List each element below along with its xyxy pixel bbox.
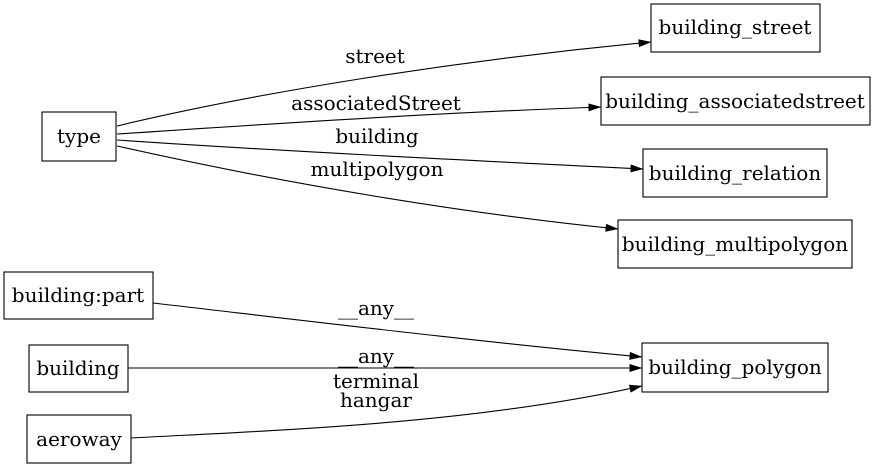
node-type: type xyxy=(41,111,117,162)
edge-line-type-building_multipolygon xyxy=(116,145,619,232)
node-building-label: building xyxy=(36,356,120,380)
edge-line-type-building_relation xyxy=(116,139,644,173)
node-building_polygon: building_polygon xyxy=(641,342,829,393)
node-building_polygon-box xyxy=(641,342,829,393)
edge-label-hangar: hangar xyxy=(340,388,412,412)
edge-label-street: street xyxy=(345,44,405,68)
node-building: building xyxy=(28,344,129,393)
node-building_multipolygon-box xyxy=(617,219,853,269)
edge-building-building_polygon: __any__ xyxy=(128,344,643,372)
node-building_multipolygon: building_multipolygon xyxy=(617,219,853,269)
node-building-part-box xyxy=(3,271,154,320)
edge-line-type-building_associatedstreet xyxy=(116,103,602,135)
edge-label-associatedstreet: associatedStreet xyxy=(291,91,461,115)
edge-type-building_street: street xyxy=(116,39,652,127)
edge-label-any-1: __any__ xyxy=(338,296,414,320)
edge-aeroway-building_polygon: terminal hangar xyxy=(130,369,643,439)
edge-label-terminal: terminal xyxy=(333,369,419,393)
edge-label-any-2: __any__ xyxy=(338,344,414,368)
edge-type-building_multipolygon: multipolygon xyxy=(116,145,619,232)
node-building-part: building:part xyxy=(3,271,154,320)
node-type-label: type xyxy=(57,124,101,148)
node-building_polygon-label: building_polygon xyxy=(648,355,822,379)
edge-type-building_associatedstreet: associatedStreet xyxy=(116,91,602,135)
edge-buildingpart-building_polygon: __any__ xyxy=(152,296,643,360)
node-building_street-label: building_street xyxy=(659,15,812,39)
node-building_multipolygon-label: building_multipolygon xyxy=(622,232,848,256)
edge-type-building_relation: building xyxy=(116,124,644,173)
edge-line-type-building_street xyxy=(116,39,652,127)
node-building_street-box xyxy=(650,3,821,53)
node-type-box xyxy=(41,111,117,162)
edge-label-building: building xyxy=(335,124,419,148)
node-building_associatedstreet-box xyxy=(600,76,871,126)
node-building_associatedstreet: building_associatedstreet xyxy=(600,76,871,126)
node-aeroway-label: aeroway xyxy=(36,427,122,451)
node-aeroway-box xyxy=(26,414,132,464)
node-building_relation-box xyxy=(642,148,828,198)
node-building-box xyxy=(28,344,129,393)
node-aeroway: aeroway xyxy=(26,414,132,464)
node-building_relation-label: building_relation xyxy=(649,161,822,185)
edge-line-buildingpart-building_polygon xyxy=(152,302,643,360)
node-building-part-label: building:part xyxy=(12,283,144,307)
edge-line-aeroway-building_polygon xyxy=(130,384,643,439)
node-building_relation: building_relation xyxy=(642,148,828,198)
node-building_street: building_street xyxy=(650,3,821,53)
edge-label-multipolygon: multipolygon xyxy=(311,157,444,181)
node-building_associatedstreet-label: building_associatedstreet xyxy=(605,89,865,113)
